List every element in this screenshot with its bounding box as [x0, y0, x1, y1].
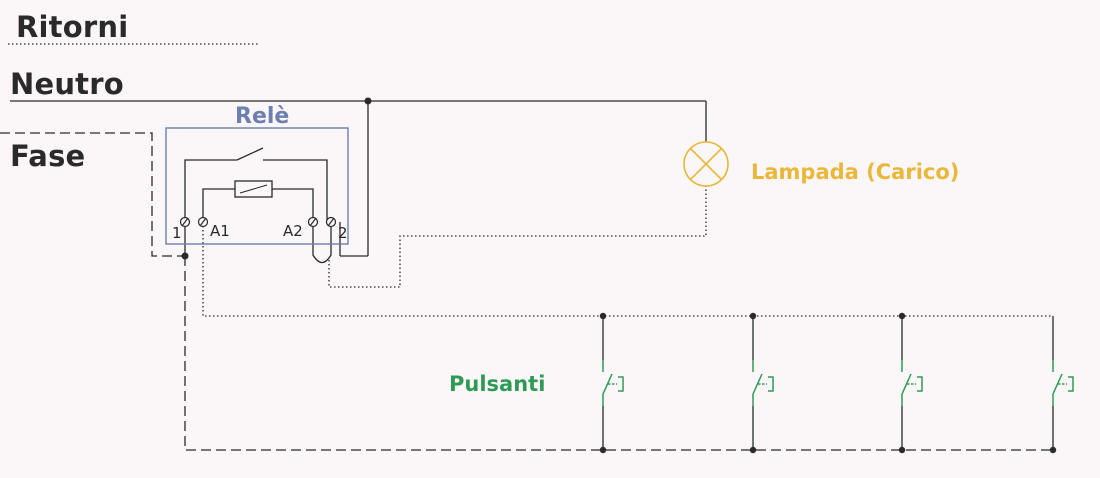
terminal-2-screw [325, 216, 337, 228]
pushbutton-1 [602, 360, 624, 406]
relay-coil [234, 180, 273, 198]
relay-contact-wire [184, 159, 237, 222]
junction-dot [898, 446, 906, 454]
junction-dot [364, 97, 372, 105]
pushbuttons-label: Pulsanti [449, 372, 546, 396]
relay-contact [236, 147, 264, 161]
phase-bus-line [0, 132, 185, 257]
lamp-symbol [683, 141, 729, 187]
lamp-label: Lampada (Carico) [751, 160, 960, 184]
junction-dot [599, 446, 607, 454]
junction-dot [1049, 446, 1057, 454]
control-wire [202, 222, 1053, 317]
pushbutton-3 [901, 360, 923, 406]
terminal-a1-label: A1 [210, 222, 230, 240]
neutral-bus-label: Neutro [10, 67, 124, 101]
relay-coil-wire [202, 188, 235, 222]
pushbutton-2 [752, 360, 774, 406]
junction-dot [749, 312, 757, 320]
junction-dot [898, 312, 906, 320]
junction-dot [749, 446, 757, 454]
relay-title: Relè [235, 104, 290, 129]
phase-main-wire [184, 256, 1053, 451]
terminal-2-label: 2 [338, 224, 348, 242]
junction-dot [599, 312, 607, 320]
relay-enclosure [165, 127, 349, 245]
wire-hop [312, 222, 332, 264]
terminal-a2-label: A2 [283, 222, 303, 240]
terminal-1-screw [179, 216, 191, 228]
phase-bus-label: Fase [10, 139, 86, 173]
terminal-1-label: 1 [172, 224, 182, 242]
pushbutton-4 [1052, 360, 1074, 406]
returns-bus-label: Ritorni [16, 10, 129, 44]
junction-dot [181, 252, 189, 260]
terminal-a1-screw [197, 216, 209, 228]
terminal-a2-screw [307, 216, 319, 228]
lamp-return-wire [328, 186, 707, 288]
